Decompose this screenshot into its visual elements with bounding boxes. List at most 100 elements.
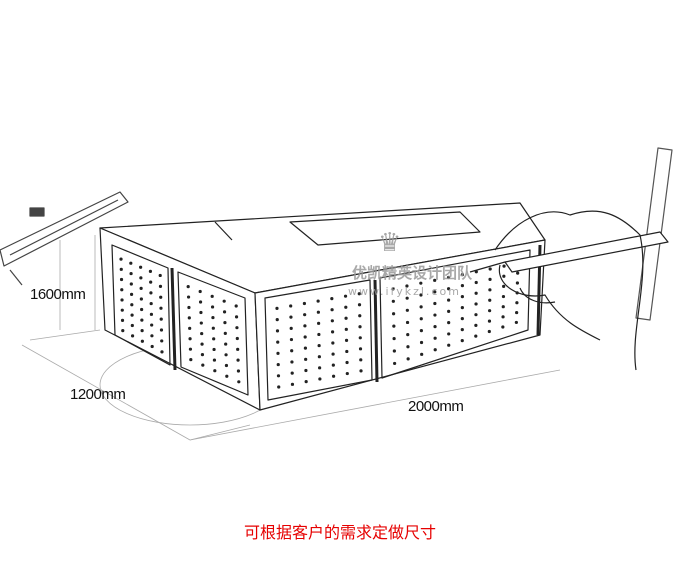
perforation-dot	[210, 305, 215, 309]
perforation-dot	[304, 380, 308, 384]
perforation-dot	[392, 349, 396, 353]
perforation-dot	[289, 304, 293, 308]
perforation-dot	[212, 347, 216, 352]
perforation-dot	[419, 281, 423, 285]
perforation-dot	[501, 325, 505, 329]
perforation-dot	[130, 334, 135, 338]
perforation-dot	[330, 319, 334, 323]
perforation-dot	[391, 312, 396, 316]
perforation-dot	[223, 331, 227, 335]
perforation-dot	[130, 323, 134, 328]
perforation-dot	[129, 282, 133, 286]
perforation-dot	[406, 332, 410, 337]
perforation-dot	[150, 344, 154, 349]
perforation-dot	[276, 362, 280, 367]
perforation-dot	[359, 369, 363, 373]
perforation-dot	[516, 271, 520, 275]
perforation-dot	[447, 309, 451, 313]
perforation-dot	[149, 312, 154, 316]
perforation-dot	[289, 315, 293, 319]
perforation-dot	[198, 289, 202, 294]
perforation-dot	[222, 310, 227, 314]
perforation-dot	[391, 299, 395, 303]
perforation-dot	[343, 294, 348, 298]
perforation-dot	[488, 298, 492, 302]
perforation-dot	[275, 306, 279, 311]
perforation-dot	[224, 342, 228, 346]
perforation-dot	[331, 374, 336, 378]
perforation-dot	[474, 323, 478, 327]
perforation-dot	[316, 310, 320, 314]
perforation-dot	[158, 273, 162, 278]
perforation-dot	[187, 305, 191, 310]
perforation-dot	[159, 317, 163, 321]
perforation-dot	[223, 321, 227, 325]
perforation-dot	[224, 363, 229, 368]
perforation-dot	[460, 339, 464, 343]
perforation-dot	[212, 358, 217, 362]
perforation-dot	[148, 269, 153, 273]
perforation-dot	[160, 350, 164, 354]
perforation-dot	[186, 295, 191, 299]
perforation-dot	[433, 290, 437, 294]
perforation-dot	[304, 357, 308, 361]
perforation-dot	[391, 287, 395, 291]
perforation-dot	[304, 368, 308, 373]
perforation-dot	[140, 307, 144, 312]
perforation-dot	[199, 321, 203, 325]
depth-dimension: 1200mm	[70, 386, 126, 403]
caliper-icon	[0, 191, 129, 286]
perforation-dot	[188, 337, 192, 341]
perforation-dot	[139, 286, 143, 291]
perforation-dot	[318, 366, 322, 370]
perforation-dot	[447, 321, 451, 325]
perforation-dot	[213, 369, 217, 373]
perforation-dot	[345, 371, 349, 376]
perforation-dot	[150, 323, 154, 327]
perforation-dot	[330, 308, 334, 312]
perforation-dot	[317, 355, 321, 359]
perforation-dot	[419, 305, 423, 309]
perforation-dot	[331, 352, 335, 356]
perforation-dot	[236, 358, 240, 362]
perforation-dot	[405, 308, 409, 312]
perforation-dot	[149, 301, 153, 306]
perforation-dot	[158, 284, 163, 288]
perforation-dot	[419, 317, 423, 321]
perforation-dot	[317, 343, 321, 348]
perforation-dot	[276, 374, 281, 378]
watermark-crown-icon: ♛	[378, 228, 402, 258]
perforation-dot	[488, 277, 492, 281]
perforation-dot	[317, 321, 321, 325]
perforation-dot	[502, 264, 506, 268]
perforation-dot	[140, 318, 144, 322]
perforation-dot	[345, 360, 349, 365]
perforation-dot	[237, 380, 241, 384]
perforation-dot	[200, 342, 204, 346]
perforation-dot	[358, 325, 362, 329]
perforation-dot	[488, 267, 492, 271]
perforation-dot	[235, 326, 239, 330]
perforation-dot	[150, 334, 154, 338]
watermark-url: www.ifykzl.com	[348, 285, 461, 298]
perforation-dot	[236, 369, 241, 373]
perforation-dot	[225, 374, 229, 378]
perforation-dot	[331, 363, 335, 367]
perforation-dot	[188, 326, 192, 330]
perforation-dot	[474, 302, 478, 306]
perforation-dot	[235, 336, 239, 341]
perforation-dot	[344, 338, 349, 342]
perforation-dot	[358, 347, 363, 351]
perforation-dot	[359, 358, 363, 362]
perforation-dot	[393, 361, 397, 366]
perforation-dot	[474, 280, 478, 285]
perforation-dot	[129, 292, 134, 296]
perforation-dot	[222, 299, 226, 303]
floor-guides	[21, 235, 561, 441]
perforation-dot	[345, 349, 349, 354]
cabinet-front-face	[254, 239, 546, 411]
perforation-dot	[120, 318, 125, 322]
perforation-dot	[344, 316, 348, 320]
custom-size-caption: 可根据客户的需求定做尺寸	[243, 523, 436, 542]
perforation-dot	[130, 303, 134, 307]
